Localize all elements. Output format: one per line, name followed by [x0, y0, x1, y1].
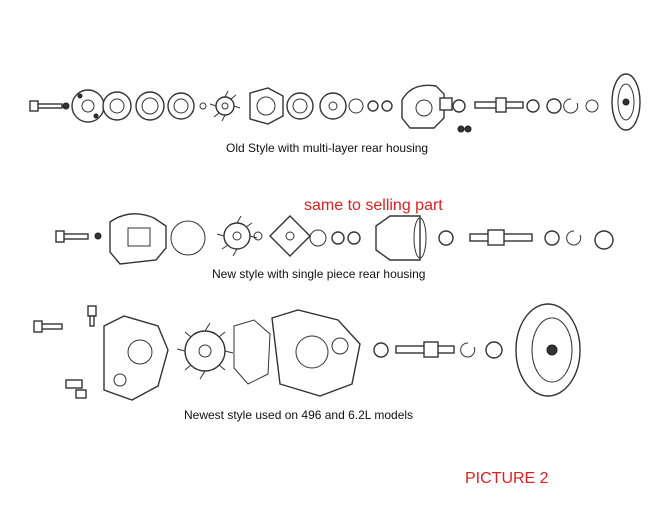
- shaft: [474, 97, 524, 113]
- o-ring: [309, 229, 327, 247]
- old-style-caption: Old Style with multi-layer rear housing: [226, 141, 429, 155]
- newest-style-assembly: [33, 303, 581, 401]
- seal: [331, 231, 345, 245]
- old-style-assembly: [29, 73, 641, 133]
- washer: [94, 232, 102, 240]
- rear-housing: [375, 215, 427, 261]
- seal: [347, 231, 361, 245]
- shaft: [395, 341, 455, 358]
- o-ring: [585, 99, 599, 113]
- gasket: [170, 220, 206, 256]
- wear-plate: [269, 215, 311, 257]
- bearing: [452, 99, 466, 113]
- new-style-caption: New style with single piece rear housing: [212, 267, 426, 281]
- rear-housing: [401, 84, 453, 129]
- snap-ring: [566, 230, 582, 246]
- washer: [62, 102, 70, 110]
- bearing: [485, 341, 503, 359]
- bearing: [544, 230, 560, 246]
- cover-plate: [103, 315, 169, 401]
- gasket: [286, 92, 314, 120]
- nut: [464, 125, 472, 133]
- bearing: [438, 230, 454, 246]
- impeller: [176, 322, 234, 380]
- snap-ring: [460, 342, 476, 358]
- cover-plate: [71, 89, 105, 123]
- gasket: [233, 319, 271, 385]
- drain-fitting: [65, 379, 87, 399]
- wear-plate: [319, 92, 347, 120]
- wear-plate: [135, 91, 165, 121]
- snap-ring: [563, 98, 579, 114]
- o-ring: [348, 98, 364, 114]
- shaft: [469, 229, 533, 246]
- bearing: [373, 342, 389, 358]
- pump-housing: [249, 87, 284, 125]
- screw: [87, 305, 97, 327]
- pulley: [611, 73, 641, 131]
- bolt: [33, 320, 63, 333]
- selling-part-annotation: same to selling part: [304, 197, 443, 214]
- seal: [367, 100, 379, 112]
- seal: [381, 100, 393, 112]
- picture-label: PICTURE 2: [465, 470, 549, 487]
- impeller: [216, 215, 258, 257]
- impeller: [209, 90, 241, 122]
- o-ring: [199, 102, 207, 110]
- pump-housing: [271, 309, 361, 397]
- newest-style-caption: Newest style used on 496 and 6.2L models: [184, 408, 414, 422]
- bearing: [526, 99, 540, 113]
- o-ring: [253, 231, 263, 241]
- cover-plate: [109, 213, 167, 265]
- gasket: [167, 92, 195, 120]
- new-style-assembly: [55, 213, 614, 265]
- gasket: [102, 91, 132, 121]
- pulley: [515, 303, 581, 397]
- seal: [594, 230, 614, 250]
- nut: [457, 125, 465, 133]
- bolt: [55, 230, 89, 243]
- bearing: [546, 98, 562, 114]
- bolt: [29, 100, 63, 112]
